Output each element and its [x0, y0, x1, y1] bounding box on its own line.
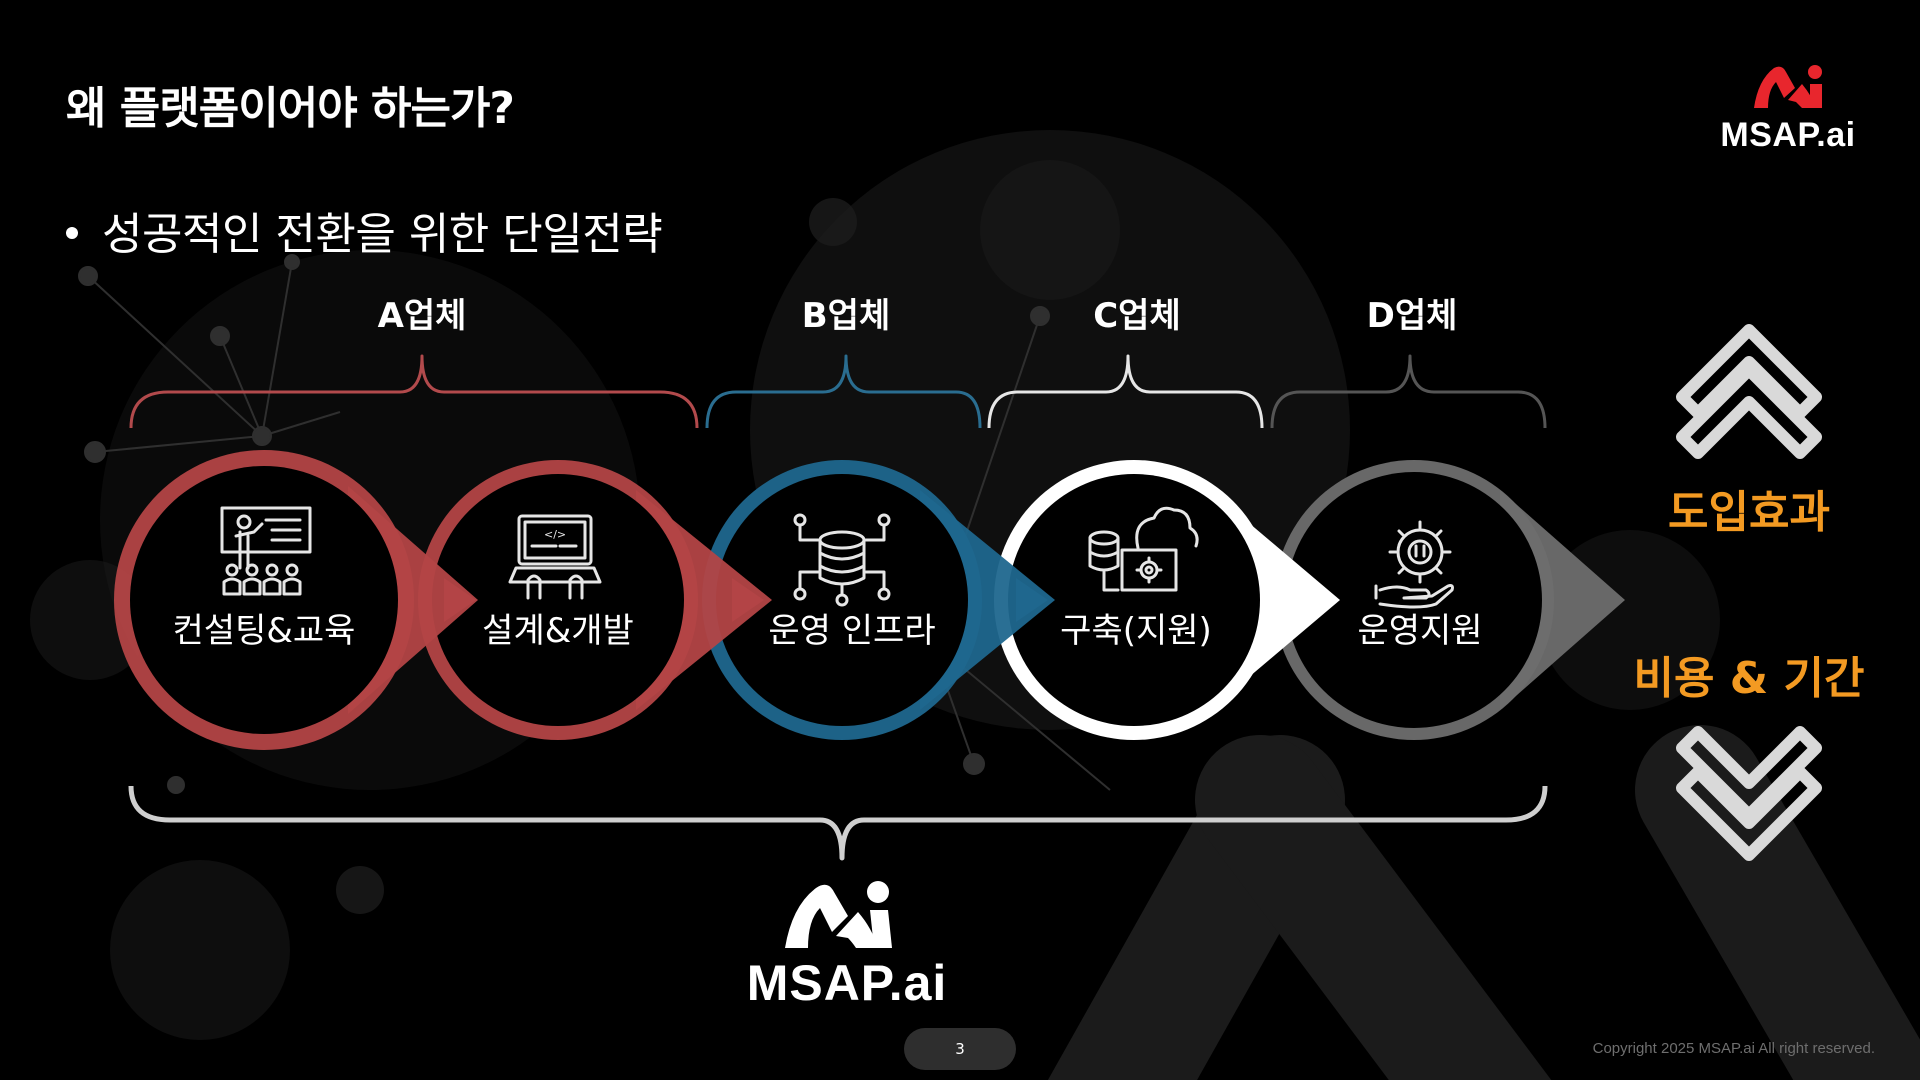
- brand-mark-icon: [1754, 65, 1822, 108]
- slide-title: 왜 플랫폼이어야 하는가?: [66, 83, 515, 134]
- copyright-text: Copyright 2025 MSAP.ai All right reserve…: [1592, 1040, 1875, 1057]
- page-number: 3: [904, 1028, 1016, 1070]
- step-label-3: 운영 인프라: [768, 611, 935, 651]
- presentation-teacher-icon: [220, 506, 312, 596]
- bracket-c: [987, 354, 1264, 429]
- step-label-2: 설계&개발: [482, 611, 634, 651]
- bullet-point: 성공적인 전환을 위한 단일전략: [66, 198, 663, 262]
- vendor-label-b: B업체: [802, 296, 890, 336]
- gear-support-hand-icon: [1374, 520, 1454, 609]
- bullet-text: 성공적인 전환을 위한 단일전략: [102, 209, 663, 260]
- bracket-a: [129, 354, 699, 429]
- chevron-double-down-icon: [1676, 726, 1822, 861]
- laptop-code-icon: </>: [508, 514, 602, 600]
- step-circle-5: [1274, 460, 1625, 740]
- brand-logo-top: MSAP.ai: [1698, 58, 1878, 158]
- brand-wordmark-bottom: MSAP.ai: [746, 955, 948, 1011]
- step-circle-1: [114, 450, 478, 750]
- step-label-5: 운영지원: [1357, 611, 1482, 651]
- bracket-b: [705, 354, 982, 429]
- vendor-label-d: D업체: [1367, 296, 1458, 336]
- bracket-d: [1270, 354, 1547, 429]
- platform-bracket: [128, 785, 1548, 861]
- step-circle-3: [702, 460, 1055, 740]
- step-circle-2: [418, 460, 772, 740]
- vendor-label-c: C업체: [1093, 296, 1181, 336]
- database-network-icon: [793, 513, 891, 607]
- brand-mark-large-icon: [785, 881, 892, 948]
- brand-wordmark-top: MSAP.ai: [1720, 116, 1856, 154]
- cloud-server-gear-icon: [1088, 506, 1199, 592]
- step-label-1: 컨설팅&교육: [173, 611, 356, 651]
- svg-text:</>: </>: [544, 528, 566, 541]
- bullet-dot-icon: [66, 227, 78, 239]
- effect-down-label: 비용 & 기간: [1634, 653, 1865, 704]
- vendor-label-a: A업체: [378, 296, 467, 336]
- brand-logo-bottom: MSAP.ai: [712, 872, 982, 1012]
- chevron-double-up-icon: [1676, 324, 1822, 459]
- effect-up-label: 도입효과: [1668, 487, 1830, 538]
- step-label-4: 구축(지원): [1060, 611, 1212, 651]
